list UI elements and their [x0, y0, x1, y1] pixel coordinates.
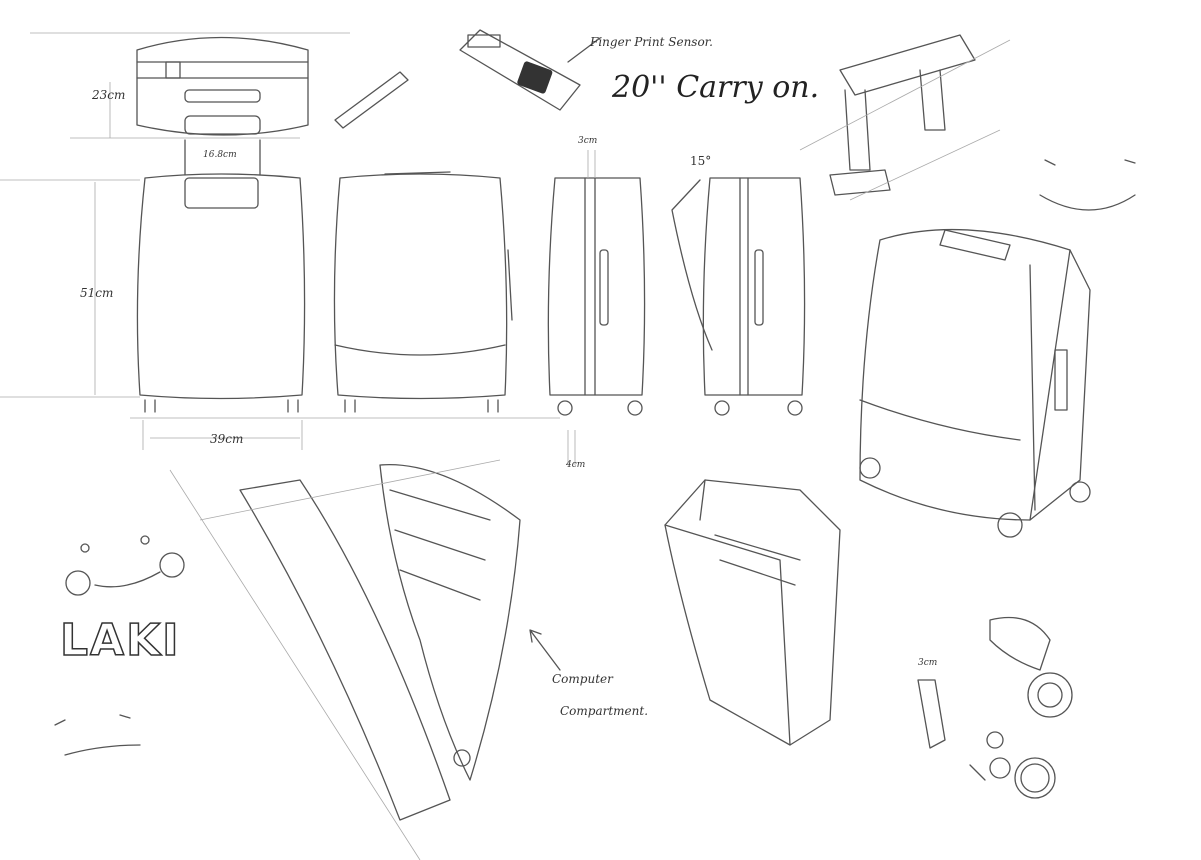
face-doodles: [54, 535, 185, 756]
handle-width-label: 16.8cm: [203, 150, 237, 160]
side-view-sketch: [547, 150, 646, 465]
front-view-sketch: [0, 139, 560, 450]
open-luggage-large-sketch: [169, 459, 521, 860]
compartment-arrow: [529, 629, 561, 671]
side-handle-label: 3cm: [578, 136, 598, 146]
compartment-label-2: Compartment.: [560, 704, 649, 718]
height-label: 51cm: [80, 286, 114, 300]
stand-sketch: [799, 34, 1011, 201]
compartment-label-1: Computer: [552, 672, 613, 686]
perspective-luggage-sketch: [859, 228, 1091, 538]
width-label: 39cm: [210, 432, 244, 446]
wheel-detail-sketch: [917, 616, 1073, 799]
depth-label: 23cm: [92, 88, 126, 102]
open-angle-label: 15°: [690, 154, 712, 168]
back-view-sketch: [333, 171, 513, 413]
wheel-height-label: 4cm: [566, 460, 586, 470]
carry-on-title: 20'' Carry on.: [612, 70, 820, 105]
handle-detail-sketch: [334, 71, 409, 129]
open-luggage-small-sketch: [664, 479, 841, 746]
fingerprint-sensor-label: Finger Print Sensor.: [590, 35, 713, 49]
open-side-view-sketch: [671, 177, 806, 416]
top-view-sketch: [30, 32, 350, 139]
wheel-detail-label: 3cm: [918, 658, 938, 668]
smiley-doodle: [1039, 159, 1136, 211]
brand-logo: LAKI: [59, 614, 181, 667]
fingerprint-sensor-sketch: [459, 29, 601, 111]
